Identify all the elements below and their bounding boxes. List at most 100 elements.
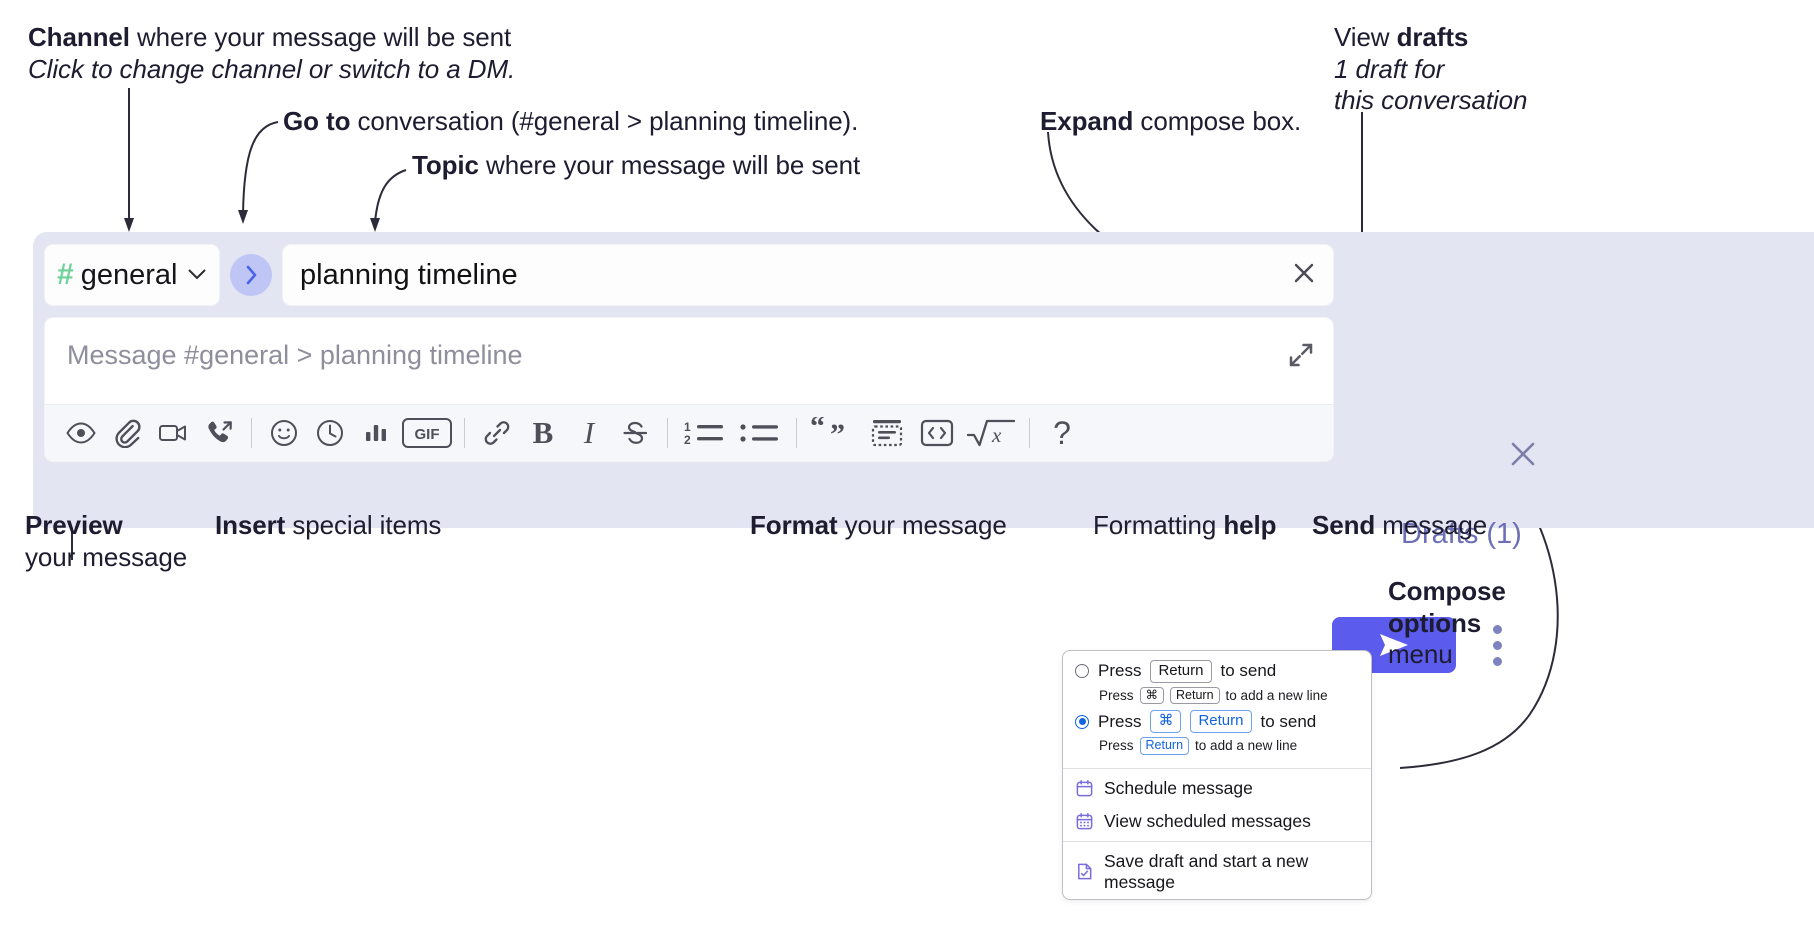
annotation-topic: Topic where your message will be sent <box>412 150 860 182</box>
emoji-smiley-icon[interactable] <box>261 410 307 456</box>
compose-header-row: # general planning timeline <box>44 244 1334 306</box>
chevron-right-icon <box>246 265 257 285</box>
link-icon[interactable] <box>474 410 520 456</box>
message-area: Message #general > planning timeline <box>44 317 1334 462</box>
option-text-post: to send <box>1220 661 1277 681</box>
compose-panel: # general planning timeline Message #gen… <box>33 232 1814 673</box>
toolbar-divider <box>251 418 252 448</box>
annotation-send: Send message <box>1312 510 1487 542</box>
expand-diagonal-icon <box>1289 343 1313 367</box>
annotation-drafts-italic-1: 1 draft for <box>1334 53 1445 84</box>
keycap: Return <box>1150 660 1212 683</box>
menu-divider <box>1063 840 1371 842</box>
annotation-channel-rest: where your message will be sent <box>129 22 512 52</box>
ordered-list-icon[interactable]: 1 2 <box>677 410 733 456</box>
toolbar-divider <box>1029 418 1030 448</box>
annotation-send-bold: Send <box>1312 510 1376 540</box>
annotation-compose-options-line1: Compose <box>1388 576 1506 606</box>
annotation-drafts-italic-2: this conversation <box>1334 85 1528 116</box>
radio-unselected-icon[interactable] <box>1075 664 1089 679</box>
menu-item[interactable]: Schedule message <box>1063 772 1371 805</box>
annotation-insert-rest: special items <box>285 510 442 540</box>
calendar-clock-icon <box>1075 779 1094 798</box>
help-question-icon[interactable]: ? <box>1039 410 1085 456</box>
annotation-expand-rest: compose box. <box>1133 106 1302 136</box>
more-vertical-dot <box>1492 624 1502 634</box>
topic-value: planning timeline <box>300 258 518 291</box>
sub-text-post: to add a new line <box>1225 688 1328 704</box>
video-camera-icon[interactable] <box>150 410 196 456</box>
gif-icon[interactable]: GIF <box>399 410 455 456</box>
italic-glyph: I <box>583 415 595 450</box>
keycap: ⌘ <box>1139 686 1165 705</box>
option-text-pre: Press <box>1098 711 1142 731</box>
annotation-drafts-bold: drafts <box>1396 22 1469 52</box>
annotation-preview-bold: Preview <box>25 510 123 540</box>
annotation-drafts-plain: View <box>1334 22 1397 52</box>
annotation-preview: Preview your message <box>25 510 187 573</box>
svg-text:2: 2 <box>684 433 691 447</box>
annotation-insert: Insert special items <box>215 510 441 542</box>
clear-topic-button[interactable] <box>1289 258 1319 293</box>
menu-item[interactable]: Save draft and start a new message <box>1063 845 1371 899</box>
goto-conversation-button[interactable] <box>230 254 272 296</box>
code-block-icon[interactable] <box>862 410 912 456</box>
preview-icon[interactable] <box>58 410 104 456</box>
compose-options-button[interactable] <box>1483 617 1511 673</box>
svg-text:1: 1 <box>684 420 691 434</box>
annotation-topic-rest: where your message will be sent <box>478 150 861 180</box>
annotation-goto-rest: conversation (#general > planning timeli… <box>350 106 859 136</box>
bold-icon[interactable]: B <box>520 410 566 456</box>
annotation-channel: Channel where your message will be sent … <box>28 22 515 85</box>
annotation-expand: Expand compose box. <box>1040 106 1301 138</box>
annotation-drafts: View drafts 1 draft for this conversatio… <box>1334 22 1528 117</box>
math-sqrt-icon[interactable]: x <box>962 410 1020 456</box>
strikethrough-icon[interactable] <box>612 410 658 456</box>
message-input[interactable]: Message #general > planning timeline <box>45 318 1333 404</box>
formatting-toolbar: GIF B I 1 <box>45 404 1333 461</box>
annotation-format: Format your message <box>750 510 1007 542</box>
toolbar-divider <box>464 418 465 448</box>
annotation-compose-options-line2: options <box>1388 607 1482 638</box>
annotation-channel-italic: Click to change channel or switch to a D… <box>28 53 516 84</box>
radio-selected-icon[interactable] <box>1075 714 1089 729</box>
paperclip-icon[interactable] <box>104 410 150 456</box>
inline-code-icon[interactable] <box>912 410 962 456</box>
close-compose-button[interactable] <box>1505 436 1541 477</box>
blockquote-icon[interactable]: “ ” <box>806 410 862 456</box>
italic-icon[interactable]: I <box>566 410 612 456</box>
sub-text-pre: Press <box>1099 738 1134 754</box>
annotation-compose-options: Compose options menu <box>1388 576 1506 671</box>
svg-text:”: ” <box>830 418 845 449</box>
more-vertical-dot <box>1492 640 1502 650</box>
annotation-format-rest: your message <box>837 510 1007 540</box>
clock-icon[interactable] <box>307 410 353 456</box>
sub-text-pre: Press <box>1099 688 1134 704</box>
keycap: Return <box>1190 710 1252 734</box>
sub-text-post: to add a new line <box>1195 738 1298 754</box>
close-icon <box>1511 442 1535 466</box>
expand-compose-button[interactable] <box>1286 340 1316 375</box>
compose-inner: # general planning timeline Message #gen… <box>44 244 1334 462</box>
bar-chart-icon[interactable] <box>353 410 399 456</box>
phone-arrow-icon[interactable] <box>196 410 242 456</box>
toolbar-divider <box>796 418 797 448</box>
bulleted-list-icon[interactable] <box>733 410 787 456</box>
bold-glyph: B <box>532 415 554 450</box>
channel-picker[interactable]: # general <box>44 244 220 306</box>
annotation-goto: Go to conversation (#general > planning … <box>283 106 858 138</box>
send-paper-plane-icon <box>1380 634 1408 656</box>
menu-item[interactable]: View scheduled messages <box>1063 805 1371 838</box>
drafts-link[interactable]: Drafts (1) <box>1401 518 1522 550</box>
menu-item-label: View scheduled messages <box>1104 810 1311 831</box>
channel-name: general <box>80 258 178 291</box>
option-text-post: to send <box>1260 711 1317 731</box>
topic-field[interactable]: planning timeline <box>282 244 1334 306</box>
